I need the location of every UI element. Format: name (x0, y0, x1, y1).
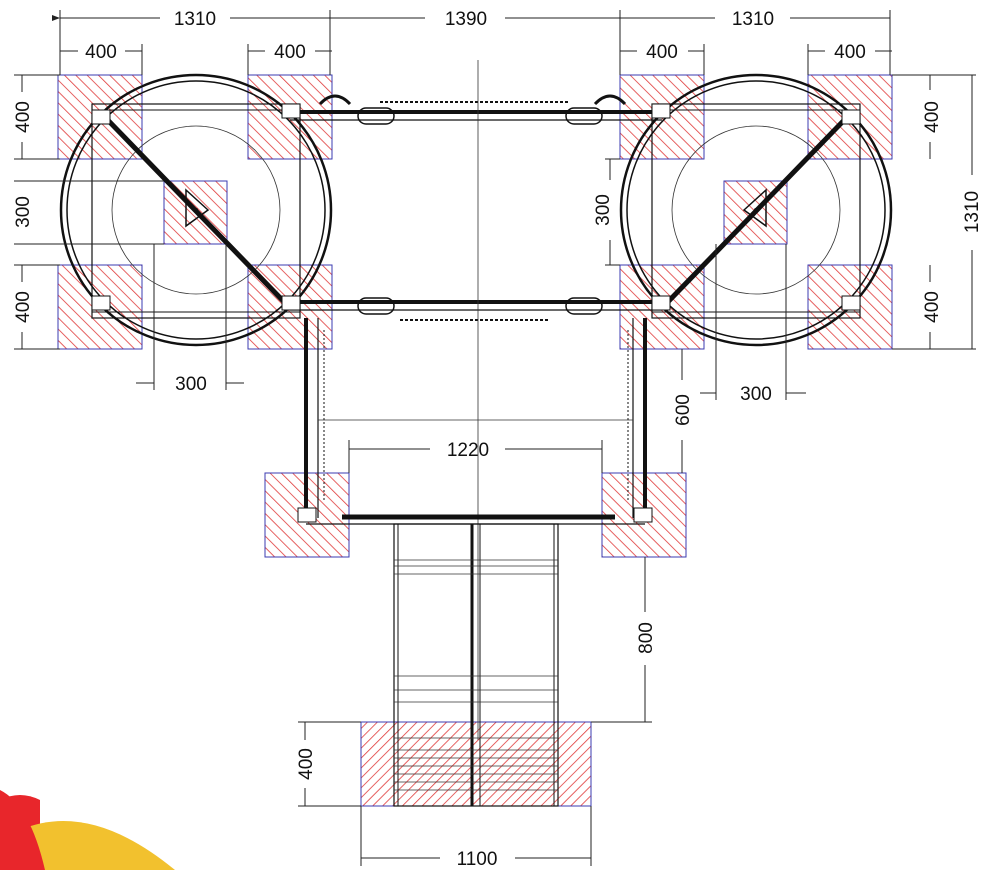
central-bridge (91, 60, 861, 740)
right-round-platform (619, 73, 893, 347)
dim-inner-left-mid-h: 300 (593, 194, 614, 226)
dim-right-total-h: 1310 (962, 191, 983, 233)
dim-right-bot-h: 400 (922, 291, 943, 323)
dimension-labels: 1310 1390 1310 400 400 400 400 400 300 4… (13, 9, 983, 870)
dim-footing-w-tr1: 400 (646, 42, 678, 63)
dim-slide-length: 800 (636, 622, 657, 654)
dim-top-center-span: 1390 (445, 9, 487, 30)
dim-base-width: 1100 (457, 849, 498, 870)
dim-footing-w-tl2: 400 (274, 42, 306, 63)
slide-steps (393, 523, 559, 807)
dim-tower-width: 1220 (447, 440, 489, 461)
dim-footing-w-tl1: 400 (85, 42, 117, 63)
dim-top-right-span: 1310 (732, 9, 774, 30)
dim-top-left-span: 1310 (174, 9, 216, 30)
dimension-lines (14, 10, 976, 866)
brand-swoosh-logo (0, 790, 175, 870)
dim-bottom-right-gap: 300 (740, 384, 772, 405)
dim-left-top-h: 400 (13, 101, 34, 133)
dim-bottom-left-gap: 300 (175, 374, 207, 395)
dim-footing-w-tr2: 400 (834, 42, 866, 63)
dim-right-top-h: 400 (922, 101, 943, 133)
dim-left-mid-h: 300 (13, 196, 34, 228)
left-round-platform (59, 73, 333, 347)
dim-tower-leg-h: 600 (673, 394, 694, 426)
dim-base-footing-h: 400 (296, 748, 317, 780)
footing-base (360, 721, 592, 807)
dim-left-bot-h: 400 (13, 291, 34, 323)
tower-structure (297, 318, 653, 525)
